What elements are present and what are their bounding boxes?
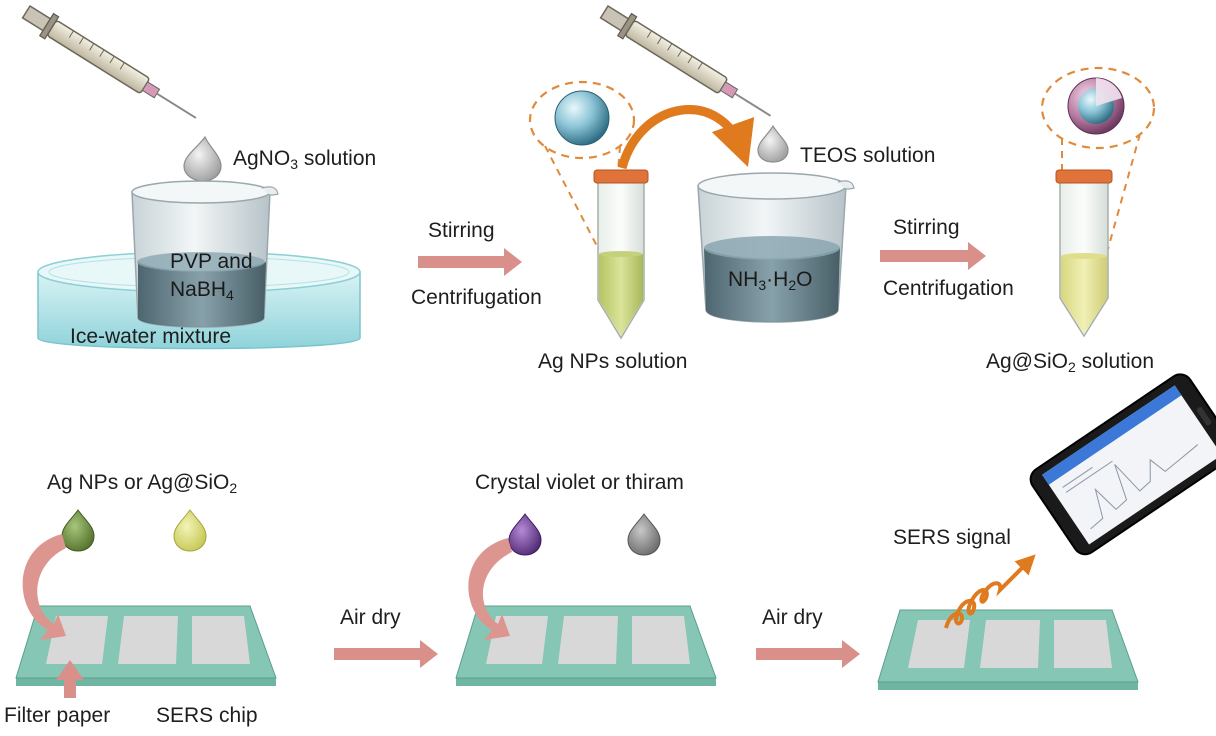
sers-chip-3 — [877, 609, 1139, 690]
agno3-solution-label: AgNO3 solution — [233, 147, 377, 172]
agno3-drop-icon — [183, 135, 222, 182]
ag-nps-tube — [593, 169, 649, 340]
ag-sio2-tube — [1055, 169, 1113, 338]
ag-nps-drop-icon — [61, 509, 95, 552]
crystal-violet-drop-icon — [508, 513, 542, 556]
air-dry-arrow-1 — [334, 640, 438, 668]
ag-sio2-callout — [1040, 66, 1156, 257]
filter-paper-pointer — [56, 660, 84, 698]
sers-chip-1 — [15, 605, 277, 686]
stirring-label-1: Stirring — [428, 219, 495, 242]
crystal-violet-label: Crystal violet or thiram — [475, 471, 684, 494]
smartphone-icon — [1029, 373, 1216, 556]
teos-solution-label: TEOS solution — [800, 144, 936, 167]
drop-curved-arrow — [22, 534, 66, 640]
air-dry-arrow-2 — [756, 640, 860, 668]
ag-nps-or-label: Ag NPs or Ag@SiO2 — [47, 471, 238, 496]
ice-water-label: Ice-water mixture — [70, 325, 232, 348]
sers-chip-2 — [455, 605, 717, 686]
nh3-h2o-label: NH3·H2O — [728, 268, 813, 293]
drop-curved-arrow — [468, 538, 512, 640]
filter-paper-label: Filter paper — [4, 704, 111, 727]
centrifugation-label-1: Centrifugation — [411, 286, 542, 309]
process-arrow-1 — [418, 248, 522, 276]
thiram-drop-icon — [627, 513, 661, 556]
process-arrow-2 — [880, 242, 986, 270]
beaker-pvp-nabh4 — [131, 180, 279, 328]
transfer-arrow — [617, 105, 755, 170]
centrifugation-label-2: Centrifugation — [883, 277, 1014, 300]
ag-sphere-icon — [554, 90, 610, 146]
pvp-label: PVP and — [170, 250, 253, 273]
ag-nps-solution-label: Ag NPs solution — [538, 350, 688, 373]
nabh4-label: NaBH4 — [170, 278, 234, 303]
sers-chip-label: SERS chip — [156, 704, 258, 727]
beaker-nh3-h2o — [697, 172, 855, 323]
stirring-label-2: Stirring — [893, 216, 960, 239]
syringe-icon — [21, 4, 197, 119]
ag-sio2-solution-label: Ag@SiO2 solution — [986, 350, 1155, 375]
sers-signal-wave-icon — [944, 554, 1036, 629]
syringe-icon — [599, 4, 772, 117]
sers-signal-label: SERS signal — [893, 526, 1011, 549]
teos-drop-icon — [757, 124, 789, 163]
ag-sio2-drop-icon — [173, 509, 207, 552]
air-dry-label-1: Air dry — [340, 606, 401, 629]
air-dry-label-2: Air dry — [762, 606, 823, 629]
